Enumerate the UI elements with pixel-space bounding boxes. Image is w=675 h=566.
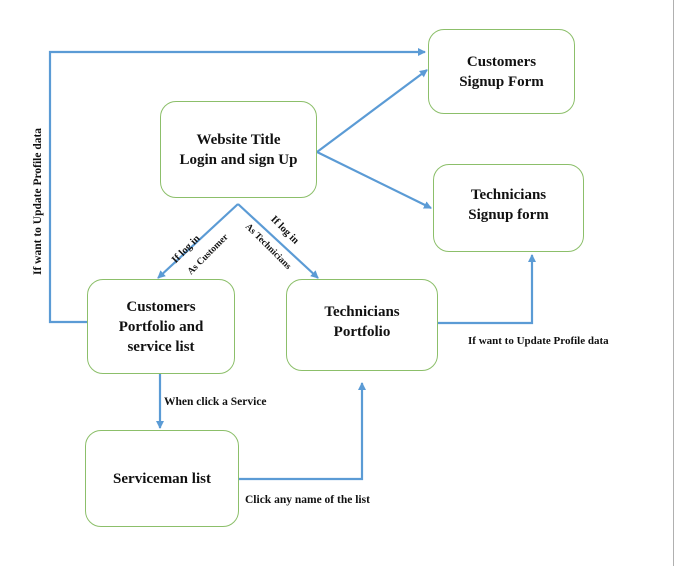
- label-click-name: Click any name of the list: [245, 494, 370, 506]
- page-edge: [673, 0, 674, 566]
- node-technicians-signup-line1: Technicians: [470, 187, 547, 203]
- node-customers-portfolio-line1: Customers: [126, 298, 196, 315]
- edge-technicians-portfolio-to-technicians-signup: [438, 254, 536, 325]
- node-website-line1: Website Title: [196, 131, 281, 148]
- node-serviceman-list: Serviceman list: [85, 430, 239, 527]
- label-update-profile-right: If want to Update Profile data: [468, 335, 609, 347]
- edge-serviceman-list-to-technicians-portfolio: [238, 382, 366, 481]
- node-technicians-signup-line2: Signup form: [468, 207, 549, 223]
- node-customers-signup-line2: Signup Form: [459, 73, 544, 90]
- node-technicians-portfolio: Technicians Portfolio: [286, 279, 438, 371]
- edge-website-to-technicians-signup: [316, 151, 432, 209]
- label-update-profile-left: If want to Update Profile data: [32, 127, 44, 275]
- node-technicians-portfolio-line1: Technicians: [324, 304, 400, 320]
- node-customers-signup-line1: Customers: [466, 53, 537, 70]
- label-click-service: When click a Service: [164, 396, 267, 408]
- edge-website-to-technicians-portfolio: [237, 203, 319, 279]
- edge-website-to-customers-portfolio: [157, 203, 239, 279]
- node-customers-portfolio-line3: service list: [127, 338, 195, 355]
- node-customers-portfolio: Customers Portfolio and service list: [87, 279, 235, 374]
- node-website-line2: Login and sign Up: [179, 151, 298, 168]
- node-customers-signup: Customers Signup Form: [428, 29, 575, 114]
- node-technicians-signup: Technicians Signup form: [433, 164, 584, 252]
- node-technicians-portfolio-line2: Portfolio: [333, 324, 391, 340]
- edge-website-to-customers-signup: [316, 69, 428, 153]
- node-customers-portfolio-line2: Portfolio and: [118, 318, 204, 335]
- node-serviceman-list-line1: Serviceman list: [113, 470, 211, 487]
- edge-customers-portfolio-to-customers-signup: [48, 48, 426, 324]
- node-website-login: Website Title Login and sign Up: [160, 101, 317, 198]
